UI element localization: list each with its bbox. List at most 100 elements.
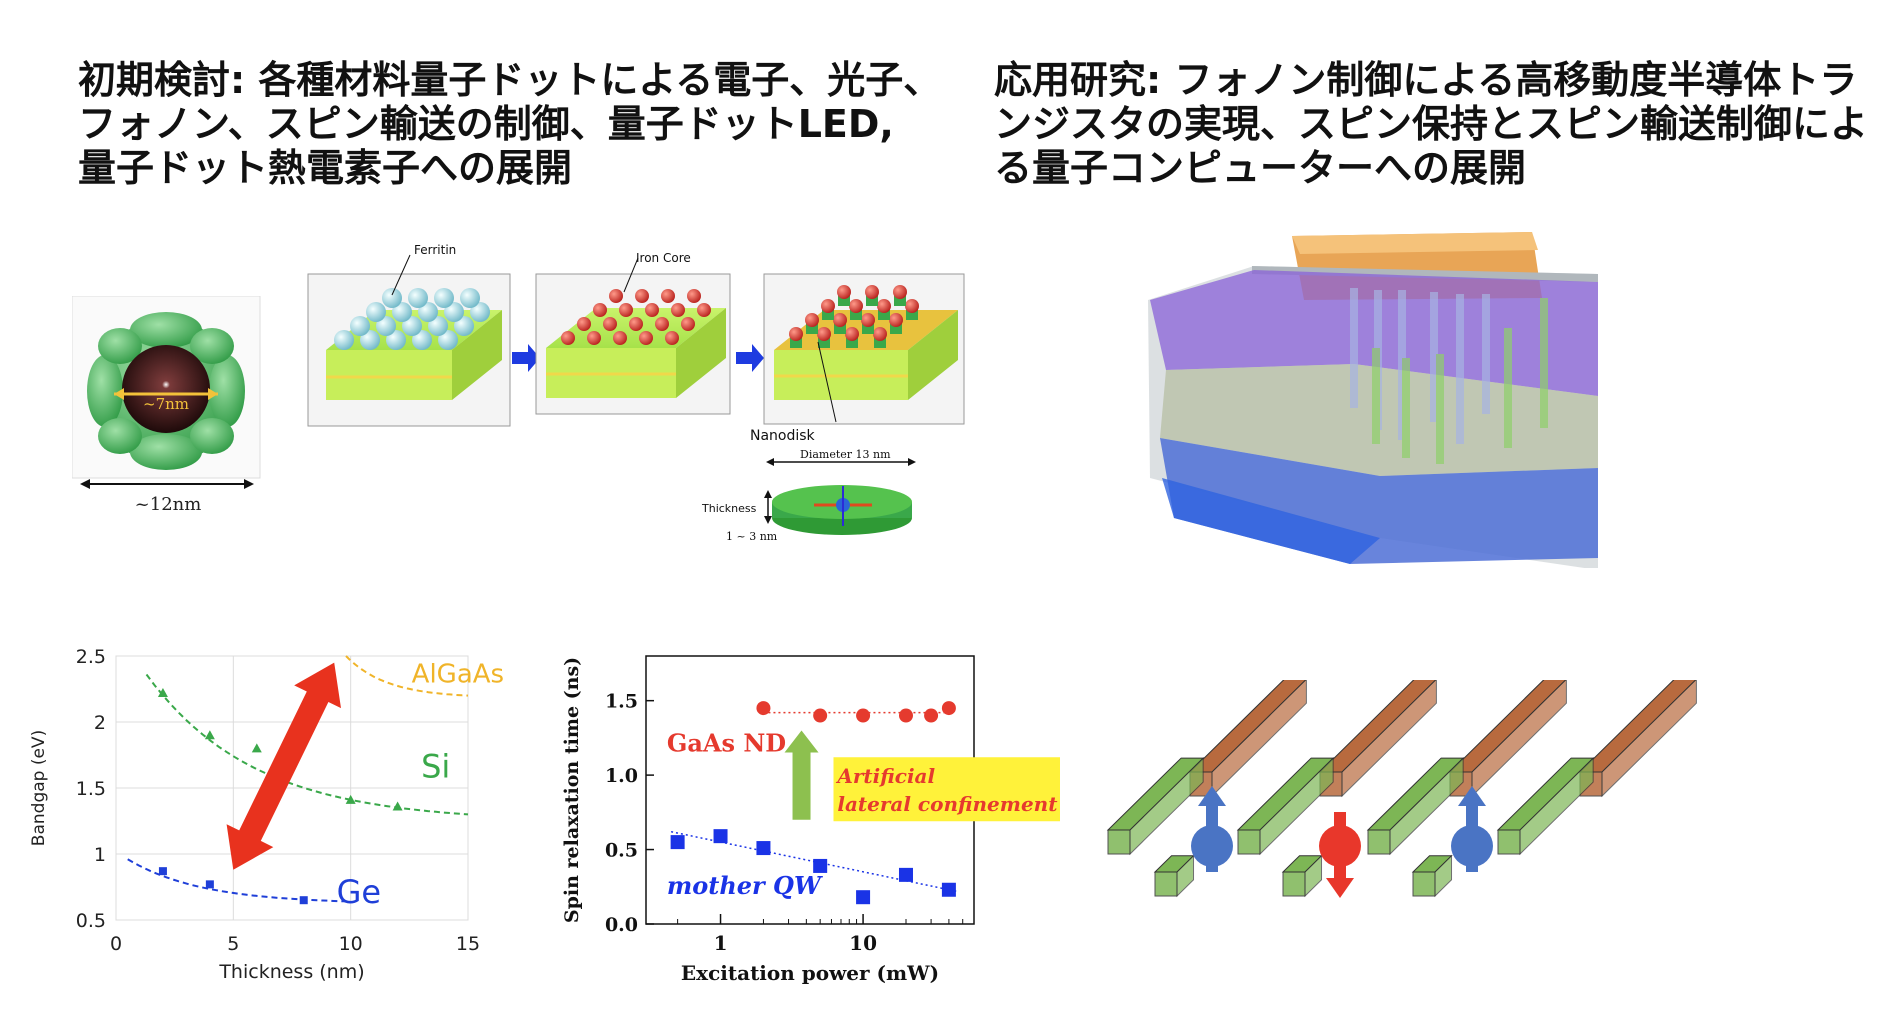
data-point-si	[392, 801, 403, 811]
wire-short-green-front	[1154, 871, 1178, 897]
fit-line-si	[145, 673, 469, 816]
x-tick-label: 10	[849, 931, 877, 955]
heading-initial-study: 初期検討: 各種材料量子ドットによる電子、光子、 フォノン、スピン輸送の制御、量…	[78, 58, 941, 190]
wire-short-green-front	[1412, 871, 1436, 897]
spin-arrow-head	[1326, 878, 1354, 898]
spin-relaxation-chart: 0.0 0.5 1.0 1.5 1 10 Artificial lateral confi…	[561, 655, 1060, 985]
data-point-qw	[813, 858, 828, 873]
bandgap-chart: 0.5 1 1.5 2 2.5 0 5 10 15 Thickness (nm) Bandgap…	[30, 646, 504, 983]
y-tick-label: 0.0	[605, 914, 638, 936]
data-point-gaas	[924, 708, 939, 723]
thickness-label: Thickness	[701, 502, 757, 515]
data-point-ge	[299, 896, 308, 905]
iron-core	[122, 345, 210, 433]
annotation-line: Artificial	[835, 764, 935, 788]
fit-line-algaas	[345, 655, 469, 697]
annotation-line: lateral confinement	[837, 792, 1058, 816]
data-point-gaas	[813, 708, 828, 723]
spin-arrow-head	[1198, 786, 1226, 806]
x-tick-label: 0	[110, 933, 122, 955]
spin-symbols	[1191, 786, 1493, 898]
nanowire-array	[1106, 680, 1697, 898]
chart-fit-lines	[127, 655, 469, 903]
series-label-ge: Ge	[337, 873, 381, 911]
process-step-ferritin: Ferritin	[307, 243, 511, 427]
y-axis-label: Bandgap (eV)	[30, 730, 49, 846]
y-tick-label: 1	[94, 844, 106, 866]
diameter-label: Diameter 13 nm	[800, 448, 891, 461]
data-point-gaas	[756, 701, 771, 716]
y-tick-label: 2.5	[76, 646, 106, 668]
y-tick-label: 2	[94, 712, 106, 734]
process-arrow	[512, 344, 540, 372]
fit-line-ge	[127, 858, 351, 903]
data-point-si	[345, 794, 356, 804]
spin-arrow-shaft	[1334, 812, 1346, 886]
x-axis-label: Thickness (nm)	[218, 961, 364, 983]
series-label-gaas-nd: GaAs ND	[667, 728, 786, 757]
ferritin-label: Ferritin	[414, 243, 456, 257]
wire-short-green-side	[1434, 854, 1453, 898]
process-step-iron-core: Iron Core	[535, 251, 731, 415]
data-point-qw	[898, 867, 913, 882]
data-point-qw	[941, 882, 956, 897]
nanodisk-detail: Diameter 13 nm Thickness 1 ~ 3 nm	[701, 448, 916, 543]
x-axis-label: Excitation power (mW)	[681, 961, 939, 985]
annotation-box	[833, 757, 1060, 822]
data-point-qw	[713, 829, 728, 844]
iron-core-label: Iron Core	[636, 251, 691, 265]
data-point-qw	[756, 841, 771, 856]
ferritin-molecule-image: ~7nm ~12nm	[72, 296, 261, 515]
wire-green-front	[1107, 829, 1131, 855]
y-tick-label: 0.5	[605, 840, 638, 862]
wire-green-side	[1259, 756, 1334, 856]
y-axis-label: Spin relaxation time (ns)	[561, 657, 583, 923]
spin-arrow-shaft	[1206, 798, 1218, 872]
y-tick-label: 0.5	[76, 910, 106, 932]
heading-line: 初期検討: 各種材料量子ドットによる電子、光子、	[78, 58, 942, 102]
inner-diameter-label: ~7nm	[143, 395, 189, 413]
nanowire-pillars	[1350, 288, 1548, 464]
heading-line: 応用研究: フォノン制御による高移動度半導体トラ	[994, 58, 1858, 102]
series-label-mother-qw: mother QW	[667, 871, 823, 900]
data-point-qw	[670, 835, 685, 850]
spin-arrow-shaft	[1466, 798, 1478, 872]
heading-line: 量子ドット熱電素子への展開	[78, 146, 573, 190]
chart-points	[670, 701, 956, 905]
wire-short-green-side	[1304, 854, 1323, 898]
plot-frame	[115, 655, 469, 921]
wire-green-front	[1497, 829, 1521, 855]
protein-shell	[87, 312, 245, 470]
series-label-si: Si	[421, 747, 450, 785]
chart-ticks: 0.0 0.5 1.0 1.5 1 10	[605, 691, 964, 955]
data-point-si	[204, 730, 215, 740]
data-point-si	[251, 743, 262, 753]
data-point-ge	[205, 880, 214, 889]
wire-green-side	[1389, 756, 1464, 856]
nanodisk-label: Nanodisk	[750, 428, 816, 444]
data-point-gaas	[941, 701, 956, 716]
y-tick-label: 1.0	[605, 765, 638, 787]
thickness-range-label: 1 ~ 3 nm	[726, 530, 778, 543]
chart-tick-labels: 0.5 1 1.5 2 2.5 0 5 10 15	[76, 646, 480, 955]
chart-axes	[115, 655, 469, 921]
wire-green-side	[1519, 756, 1594, 856]
x-tick-label: 15	[456, 933, 480, 955]
data-point-ge	[158, 867, 167, 876]
x-tick-label: 5	[227, 933, 239, 955]
y-tick-label: 1.5	[605, 691, 638, 713]
series-label-algaas: AlGaAs	[412, 659, 504, 689]
bandgap-tuning-arrow	[226, 662, 341, 870]
x-tick-label: 1	[714, 931, 728, 955]
y-tick-label: 1.5	[76, 778, 106, 800]
wire-short-green-side	[1176, 854, 1195, 898]
spin-qubit-wire-array	[1106, 680, 1697, 898]
wire-short-green-front	[1282, 871, 1306, 897]
phonon-transistor-diagram	[1148, 232, 1598, 568]
wire-green-front	[1367, 829, 1391, 855]
heading-line: る量子コンピューターへの展開	[994, 146, 1527, 190]
x-tick-label: 10	[339, 933, 363, 955]
data-point-gaas	[898, 708, 913, 723]
data-point-si	[157, 687, 168, 697]
chart-grid	[115, 655, 469, 921]
